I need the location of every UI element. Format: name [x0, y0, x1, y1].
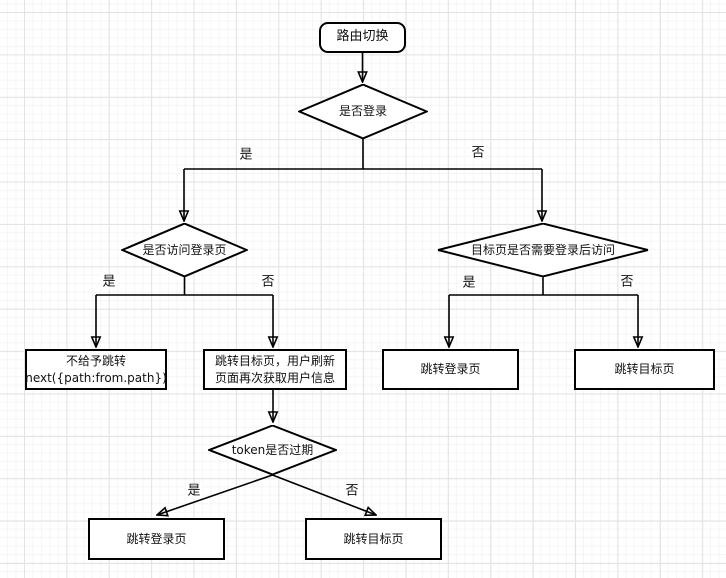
node-goto-target-refresh-label: 跳转目标页，用户刷新 页面再次获取用户信息 — [213, 353, 337, 387]
diamond-shape — [436, 223, 650, 277]
edge-label-needs-login-no: 否 — [618, 274, 636, 290]
node-goto-target-refresh-line2: 页面再次获取用户信息 — [214, 370, 335, 385]
edge-label-token-yes: 是 — [185, 483, 203, 499]
diamond-shape — [298, 84, 428, 139]
edge-token-yes-to-goto-login — [157, 474, 273, 515]
node-start-label: 路由切换 — [336, 29, 389, 45]
node-no-redirect-label: 不给予跳转 next({path:from.path}) — [23, 353, 169, 387]
diamond-shape — [208, 425, 337, 475]
node-goto-login-bottom-label: 跳转登录页 — [126, 531, 187, 546]
edge-label-logged-in-yes: 是 — [237, 147, 255, 163]
node-start[interactable]: 路由切换 — [319, 22, 406, 53]
node-target-needs-login[interactable]: 目标页是否需要登录后访问 — [436, 223, 650, 277]
node-goto-login-bottom[interactable]: 跳转登录页 — [88, 518, 225, 560]
node-is-visiting-login-page[interactable]: 是否访问登录页 — [121, 223, 248, 277]
node-token-expired[interactable]: token是否过期 — [208, 425, 337, 475]
node-goto-target-right[interactable]: 跳转目标页 — [574, 349, 715, 390]
edge-label-logged-in-no: 否 — [469, 145, 487, 161]
node-is-logged-in-label: 是否登录 — [338, 104, 387, 119]
node-is-logged-in[interactable]: 是否登录 — [298, 84, 428, 139]
node-no-redirect[interactable]: 不给予跳转 next({path:from.path}) — [25, 349, 167, 390]
diamond-shape — [121, 223, 248, 277]
node-goto-login-right[interactable]: 跳转登录页 — [382, 349, 519, 390]
edge-label-needs-login-yes: 是 — [460, 275, 478, 291]
node-goto-target-refresh[interactable]: 跳转目标页，用户刷新 页面再次获取用户信息 — [203, 349, 347, 390]
node-target-needs-login-label: 目标页是否需要登录后访问 — [470, 242, 615, 257]
edge-label-visiting-no: 否 — [259, 274, 277, 290]
node-token-expired-label: token是否过期 — [231, 442, 314, 457]
node-goto-target-refresh-line1: 跳转目标页，用户刷新 — [214, 353, 335, 368]
node-goto-target-bottom[interactable]: 跳转目标页 — [305, 518, 442, 560]
edge-label-token-no: 否 — [343, 483, 361, 499]
node-goto-target-bottom-label: 跳转目标页 — [343, 531, 404, 546]
node-goto-login-right-label: 跳转登录页 — [420, 362, 481, 377]
node-no-redirect-line2: next({path:from.path}) — [25, 370, 167, 385]
node-is-visiting-login-page-label: 是否访问登录页 — [142, 242, 227, 257]
edge-label-visiting-yes: 是 — [100, 274, 118, 290]
node-no-redirect-line1: 不给予跳转 — [65, 353, 126, 368]
node-goto-target-right-label: 跳转目标页 — [614, 362, 675, 377]
